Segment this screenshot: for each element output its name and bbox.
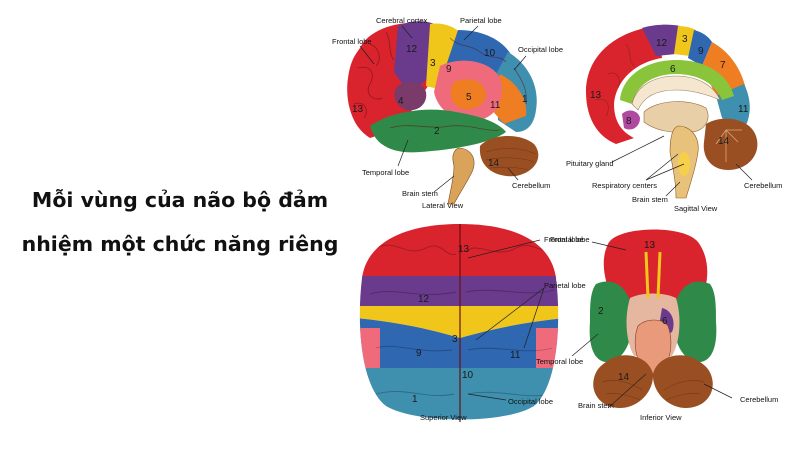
lateral-num-1: 1 xyxy=(522,94,528,105)
sagittal-view-diagram: 13 12 3 9 7 6 8 11 14 Pituitary gland Re… xyxy=(566,24,782,213)
inferior-label-brain-stem: Brain stem xyxy=(578,401,614,410)
sagittal-label-pituitary: Pituitary gland xyxy=(566,159,614,168)
inferior-temporal-right xyxy=(673,281,717,363)
lateral-label-parietal: Parietal lobe xyxy=(460,16,502,25)
lateral-view-diagram: 13 12 3 9 10 4 5 11 1 2 14 Frontal lobe … xyxy=(332,16,563,210)
sagittal-blue-region xyxy=(688,30,712,66)
lateral-cortex-purple xyxy=(394,21,434,92)
superior-label-parietal: Parietal lobe xyxy=(544,281,586,290)
lateral-label-brain-stem: Brain stem xyxy=(402,189,438,198)
lateral-num-11: 11 xyxy=(490,100,501,111)
superior-label-lines xyxy=(467,239,545,401)
inferior-temporal-left xyxy=(589,281,633,363)
lateral-gyri xyxy=(353,31,527,131)
superior-num-9: 9 xyxy=(416,348,422,359)
superior-num-3: 3 xyxy=(452,334,458,345)
inferior-brainstem xyxy=(634,319,672,375)
superior-num-13: 13 xyxy=(458,244,470,255)
sagittal-green-band xyxy=(620,60,734,104)
sagittal-num-13: 13 xyxy=(590,90,602,101)
inferior-olfactory xyxy=(644,251,662,299)
lateral-label-cerebellum: Cerebellum xyxy=(512,181,550,190)
lateral-orange-5 xyxy=(450,79,486,110)
sagittal-corpus-callosum xyxy=(631,75,721,111)
lateral-label-lines xyxy=(359,25,527,193)
headline-line-1: Mỗi vùng của não bộ đảm xyxy=(31,188,329,212)
sagittal-label-brain-stem: Brain stem xyxy=(632,195,668,204)
lateral-num-14: 14 xyxy=(488,158,500,169)
lateral-num-2: 2 xyxy=(434,126,440,137)
inferior-num-14: 14 xyxy=(618,372,630,383)
superior-label-occipital: Occipital lobe xyxy=(508,397,553,406)
sagittal-thalamus xyxy=(643,101,709,133)
inferior-num-6: 6 xyxy=(662,316,668,327)
lateral-label-occipital: Occipital lobe xyxy=(518,45,563,54)
superior-view-title: Superior View xyxy=(420,413,467,422)
lateral-num-3: 3 xyxy=(430,58,436,69)
lateral-brainstem xyxy=(447,147,475,205)
inferior-frontal-region xyxy=(603,229,708,302)
superior-num-1: 1 xyxy=(412,394,418,405)
sagittal-cerebellum xyxy=(703,118,758,170)
lateral-num-4: 4 xyxy=(398,96,404,107)
sagittal-num-3: 3 xyxy=(682,34,688,45)
lateral-num-5: 5 xyxy=(466,92,472,103)
sagittal-num-6: 6 xyxy=(670,64,676,75)
lateral-num-10: 10 xyxy=(484,48,496,59)
inferior-label-frontal: Frontal lobe xyxy=(550,235,590,244)
superior-num-12: 12 xyxy=(418,294,430,305)
inferior-view-title: Inferior View xyxy=(640,413,682,422)
sagittal-view-title: Sagittal View xyxy=(674,204,718,213)
sagittal-num-8: 8 xyxy=(626,116,632,127)
sagittal-num-11: 11 xyxy=(738,104,749,115)
sagittal-num-12: 12 xyxy=(656,38,668,49)
lateral-label-frontal: Frontal lobe xyxy=(332,37,372,46)
lateral-purple-4 xyxy=(394,81,427,111)
sagittal-label-respiratory: Respiratory centers xyxy=(592,181,657,190)
lateral-num-13: 13 xyxy=(352,104,364,115)
sagittal-label-cerebellum: Cerebellum xyxy=(744,181,782,190)
headline-line-2: nhiệm một chức năng riêng xyxy=(21,232,339,256)
superior-brain xyxy=(359,224,559,420)
inferior-label-cerebellum: Cerebellum xyxy=(740,395,778,404)
lateral-label-cerebral-cortex: Cerebral cortex xyxy=(376,16,428,25)
inferior-num-13: 13 xyxy=(644,240,656,251)
sagittal-num-9: 9 xyxy=(698,46,704,57)
sagittal-num-14: 14 xyxy=(718,136,730,147)
inferior-num-2: 2 xyxy=(598,306,604,317)
superior-label-frontal: Frontal lobe xyxy=(544,235,584,244)
sagittal-label-lines xyxy=(611,135,753,197)
sagittal-pink-region xyxy=(622,110,640,130)
superior-num-11: 11 xyxy=(510,350,521,361)
inferior-label-lines xyxy=(571,241,733,409)
lateral-num-12: 12 xyxy=(406,44,418,55)
sagittal-purple-region xyxy=(642,24,680,56)
lateral-view-title: Lateral View xyxy=(422,201,464,210)
superior-num-10: 10 xyxy=(462,370,474,381)
inferior-view-diagram: 13 2 6 14 Frontal lobe Temporal lobe Bra… xyxy=(536,229,778,422)
headline: Mỗi vùng của não bộ đảm nhiệm một chức n… xyxy=(10,178,350,266)
sagittal-num-7: 7 xyxy=(720,60,726,71)
inferior-label-temporal: Temporal lobe xyxy=(536,357,583,366)
sagittal-red-region xyxy=(586,26,662,144)
superior-view-diagram: 13 12 3 9 11 10 1 Frontal lobe Parietal … xyxy=(359,224,586,422)
lateral-num-9: 9 xyxy=(446,64,452,75)
lateral-cerebellum xyxy=(479,135,539,177)
lateral-temporal-green xyxy=(370,109,506,153)
lateral-label-temporal: Temporal lobe xyxy=(362,168,409,177)
